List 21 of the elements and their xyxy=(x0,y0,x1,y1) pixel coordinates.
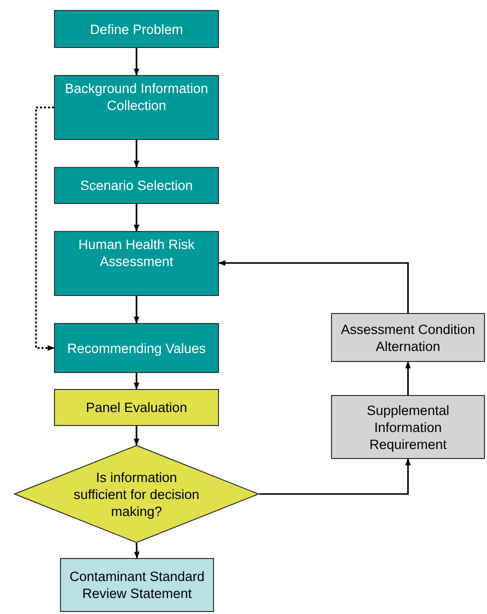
arrow xyxy=(134,48,140,76)
process-box: Assessment Condition Alternation xyxy=(331,313,485,362)
arrow xyxy=(134,296,140,324)
process-box: Human Health Risk Assessment xyxy=(54,231,219,296)
arrow xyxy=(405,361,411,395)
arrow xyxy=(134,140,140,168)
process-box: Panel Evaluation xyxy=(54,389,219,426)
arrow xyxy=(218,260,409,313)
arrow xyxy=(35,106,55,351)
process-box: Scenario Selection xyxy=(54,167,219,204)
process-box: Define Problem xyxy=(54,10,219,48)
process-box: Supplemental Information Requirement xyxy=(331,395,485,459)
arrow xyxy=(134,542,140,559)
process-box: Recommending Values xyxy=(54,323,219,373)
arrow xyxy=(134,204,140,232)
arrow xyxy=(134,373,140,390)
arrow xyxy=(134,426,140,446)
decision-diamond: Is information sufficient for decision making? xyxy=(14,445,259,543)
process-box: Background Information Collection xyxy=(54,75,219,140)
process-box: Contaminant Standard Review Statement xyxy=(60,558,214,612)
arrow xyxy=(259,458,411,495)
